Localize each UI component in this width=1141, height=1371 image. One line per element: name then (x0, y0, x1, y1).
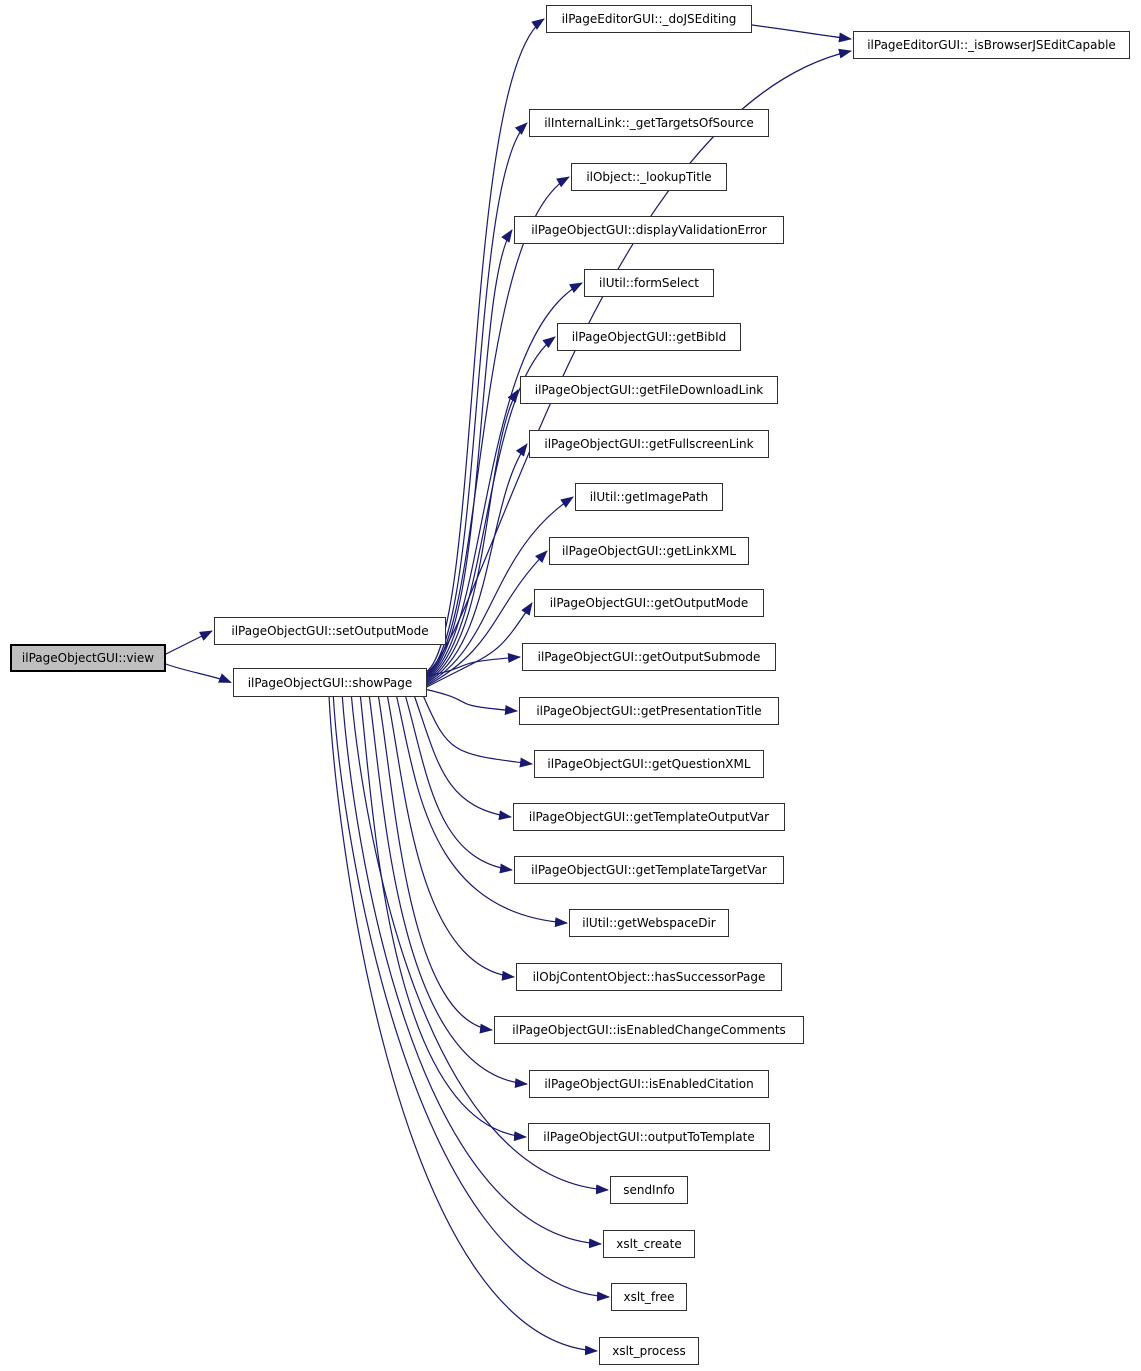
graph-node-getbibid[interactable]: ilPageObjectGUI::getBibId (557, 323, 741, 351)
graph-node-isenabledcitation[interactable]: ilPageObjectGUI::isEnabledCitation (529, 1070, 769, 1098)
graph-node-gettemplatetargetvar[interactable]: ilPageObjectGUI::getTemplateTargetVar (514, 856, 784, 884)
graph-node-xslt-free[interactable]: xslt_free (611, 1283, 687, 1311)
graph-node-dojsediting[interactable]: ilPageEditorGUI::_doJSEditing (546, 5, 752, 33)
call-edge-showPage-to-getOutputSubmode (426, 652, 521, 677)
graph-node-gettargetsofsource[interactable]: ilInternalLink::_getTargetsOfSource (529, 109, 769, 137)
graph-node-lookuptitle[interactable]: ilObject::_lookupTitle (571, 163, 727, 191)
graph-node-formselect[interactable]: ilUtil::formSelect (584, 269, 714, 297)
call-edge-showPage-to-isBrowserJSEditCapable (425, 48, 852, 674)
graph-node-getoutputmode[interactable]: ilPageObjectGUI::getOutputMode (534, 589, 764, 617)
graph-node-setoutputmode[interactable]: ilPageObjectGUI::setOutputMode (214, 617, 446, 645)
graph-node-hassuccessorpage[interactable]: ilObjContentObject::hasSuccessorPage (516, 963, 782, 991)
graph-node-getfiledownloadlink[interactable]: ilPageObjectGUI::getFileDownloadLink (520, 376, 778, 404)
call-edge-view-to-setOutputMode (165, 630, 213, 655)
graph-node-isbrowserjseditcapable[interactable]: ilPageEditorGUI::_isBrowserJSEditCapable (853, 31, 1130, 59)
call-edge-showPage-to-isEnabledChangeComments (377, 695, 493, 1034)
graph-node-xslt-process[interactable]: xslt_process (599, 1337, 699, 1365)
call-edge-showPage-to-getTemplateTargetVar (404, 695, 513, 874)
call-edge-showPage-to-getOutputMode (425, 602, 533, 688)
graph-node-outputtotemplate[interactable]: ilPageObjectGUI::outputToTemplate (528, 1123, 770, 1151)
graph-node-sendinfo[interactable]: sendInfo (610, 1176, 688, 1204)
graph-node-gettemplateoutputvar[interactable]: ilPageObjectGUI::getTemplateOutputVar (513, 803, 785, 831)
call-edge-showPage-to-outputToTemplate (359, 695, 527, 1142)
call-edge-showPage-to-getFullscreenLink (425, 443, 528, 684)
graph-node-getwebspacedir[interactable]: ilUtil::getWebspaceDir (569, 909, 729, 937)
call-edge-showPage-to-getQuestionXML (422, 695, 533, 768)
call-edge-showPage-to-getTemplateOutputVar (413, 695, 512, 821)
graph-node-view[interactable]: ilPageObjectGUI::view (10, 644, 166, 672)
graph-node-showpage[interactable]: ilPageObjectGUI::showPage (233, 668, 427, 697)
call-edge-showPage-to-hasSuccessorPage (386, 695, 515, 981)
graph-node-getfullscreenlink[interactable]: ilPageObjectGUI::getFullscreenLink (529, 430, 769, 458)
graph-node-getquestionxml[interactable]: ilPageObjectGUI::getQuestionXML (534, 750, 764, 778)
graph-node-getpresentationtitle[interactable]: ilPageObjectGUI::getPresentationTitle (519, 697, 779, 725)
graph-node-xslt-create[interactable]: xslt_create (603, 1230, 695, 1258)
graph-node-isenabledchangecomments[interactable]: ilPageObjectGUI::isEnabledChangeComments (494, 1016, 804, 1044)
graph-node-displayvalidationerror[interactable]: ilPageObjectGUI::displayValidationError (514, 216, 784, 244)
graph-node-getoutputsubmode[interactable]: ilPageObjectGUI::getOutputSubmode (522, 643, 776, 671)
graph-node-getlinkxml[interactable]: ilPageObjectGUI::getLinkXML (549, 537, 749, 565)
graph-node-getimagepath[interactable]: ilUtil::getImagePath (575, 483, 723, 511)
call-edge-showPage-to-getTargetsOfSource (425, 122, 528, 676)
call-edge-showPage-to-doJSEditing (425, 18, 545, 673)
call-edge-showPage-to-getPresentationTitle (426, 689, 518, 716)
call-edge-showPage-to-displayValidationError (425, 229, 513, 679)
call-edge-doJSEditing-to-isBrowserJSEditCapable (751, 24, 852, 43)
call-edge-showPage-to-xsltFree (332, 695, 610, 1302)
call-edge-view-to-showPage (165, 663, 232, 684)
